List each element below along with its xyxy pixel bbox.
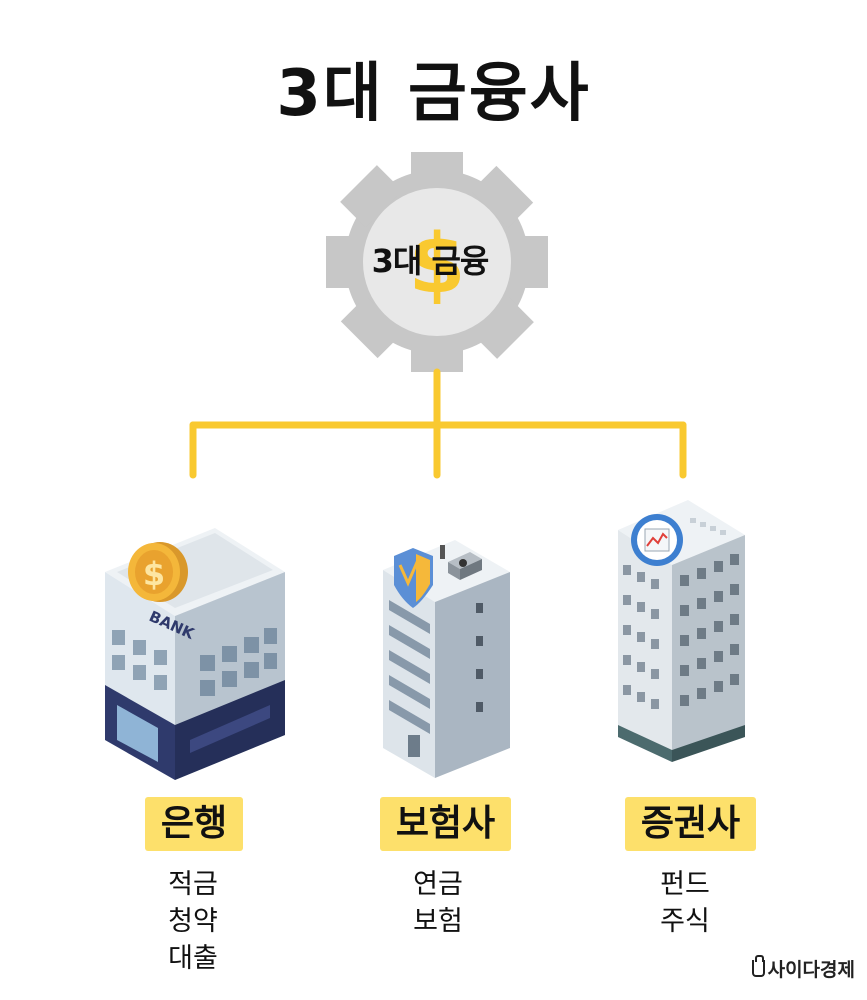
label-securities: 증권사: [625, 797, 756, 851]
insurance-building-icon: [383, 540, 510, 778]
coin-dollar-icon: $: [143, 555, 165, 593]
list-item: 주식: [660, 906, 710, 937]
coin-icon: [128, 542, 188, 602]
label-insurance: 보험사: [380, 797, 511, 851]
list-item: 펀드: [660, 869, 710, 900]
list-item: 대출: [168, 943, 218, 974]
insurance-items-list: 연금 보험: [358, 866, 518, 940]
brand-logo: 사이다경제: [751, 955, 855, 982]
dollar-icon: $: [408, 217, 465, 312]
brand-name: 사이다경제: [767, 959, 855, 981]
securities-items-list: 펀드 주식: [605, 866, 765, 940]
list-item: 적금: [168, 869, 218, 900]
list-item: 연금: [413, 869, 463, 900]
securities-building-icon: [618, 500, 745, 762]
bank-items-list: 적금 청약 대출: [113, 866, 273, 977]
list-item: 청약: [168, 906, 218, 937]
list-item: 보험: [413, 906, 463, 937]
page-title: 3대 금융사: [276, 57, 591, 131]
label-bank: 은행: [145, 797, 243, 851]
gear-icon: [326, 152, 548, 372]
connector-lines: [189, 368, 687, 479]
gear-label: 3대 금융: [371, 242, 490, 280]
bottle-icon: [751, 955, 765, 977]
